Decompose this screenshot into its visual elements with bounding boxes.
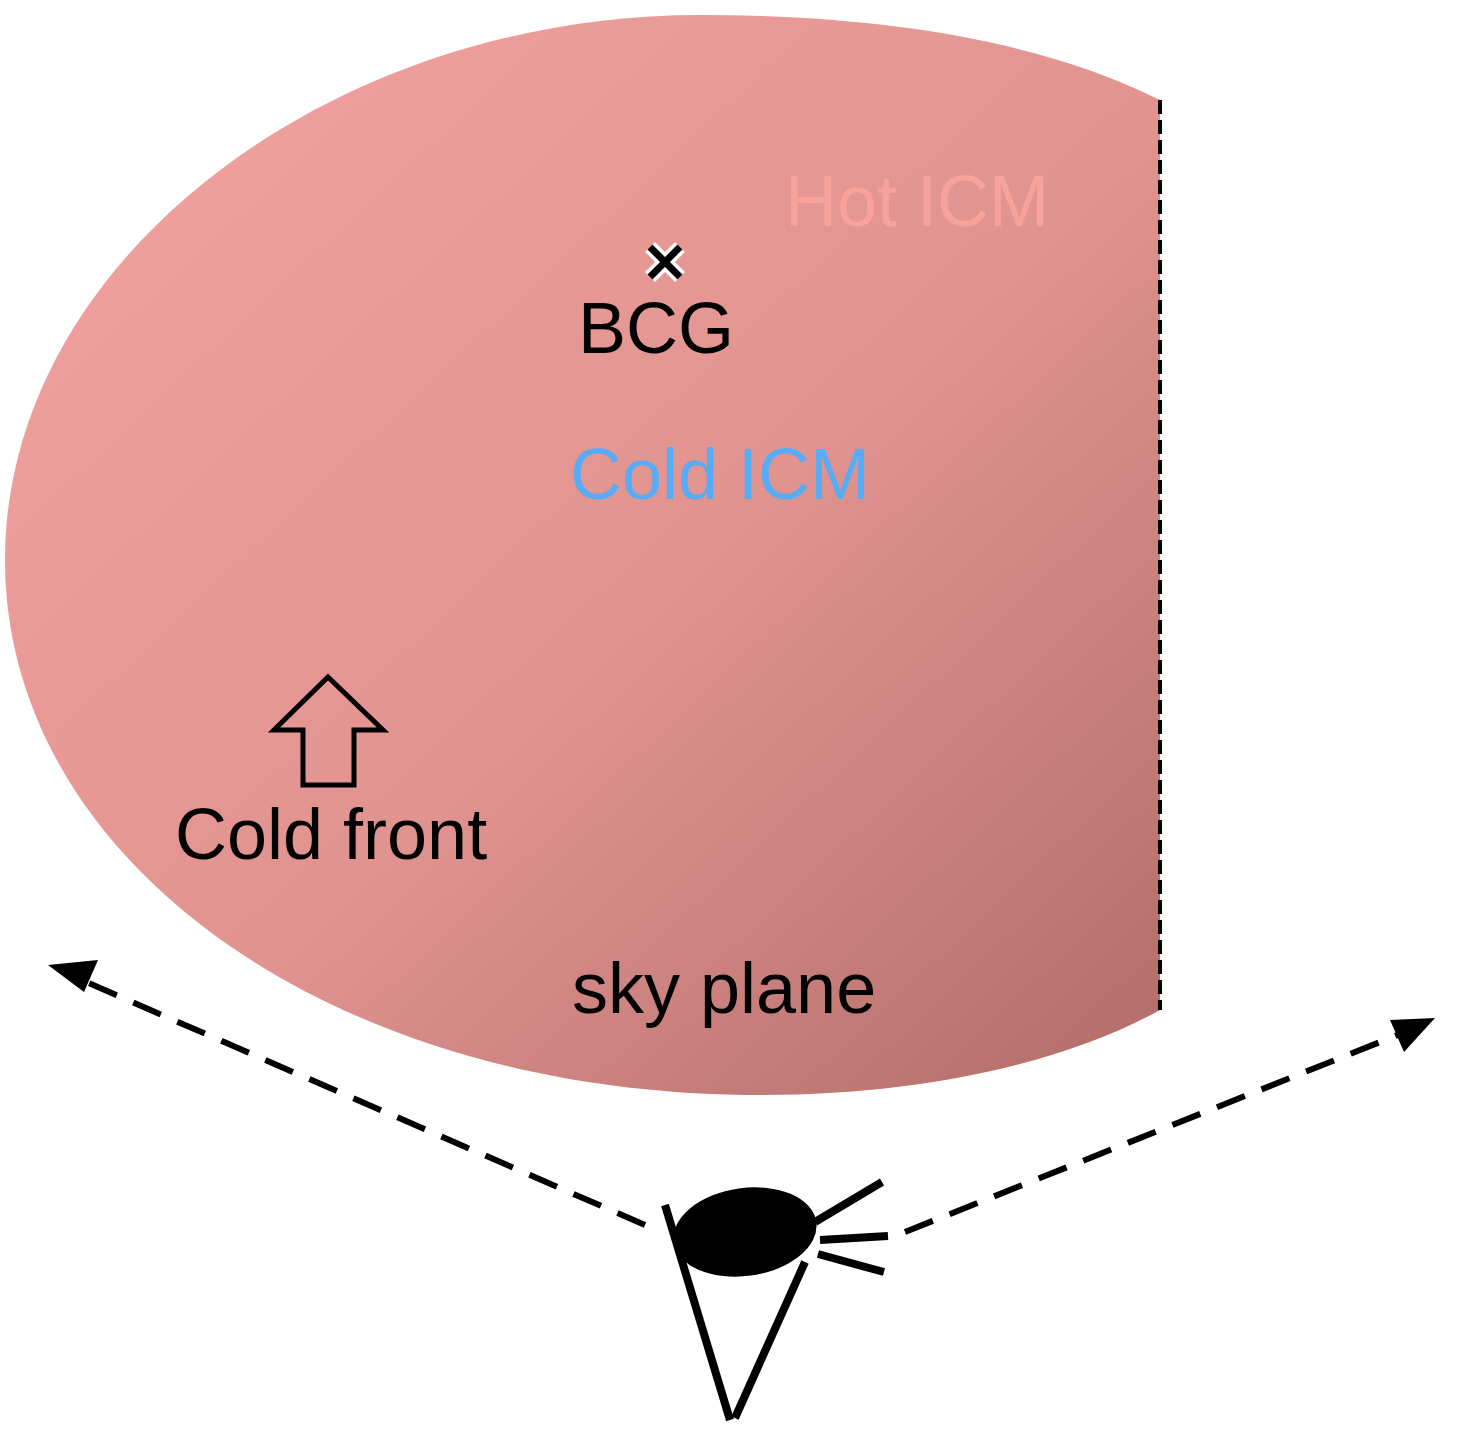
hot-icm-region: Cold ICM Hot ICM [0,0,1165,1100]
eye-symbol [665,1178,888,1420]
bcg-label: BCG [578,292,734,364]
region-label: Hot ICM [785,165,1049,237]
bcg-marker [650,247,680,277]
cold-front-arrow [274,677,383,785]
cut-line [1158,100,1162,1010]
sky-plane-label: sky plane [572,952,876,1024]
arrowhead [48,960,98,992]
cold-front-label: Cold front [175,798,487,870]
region-label: Cold ICM [570,438,870,510]
arrowhead [1390,1018,1435,1052]
